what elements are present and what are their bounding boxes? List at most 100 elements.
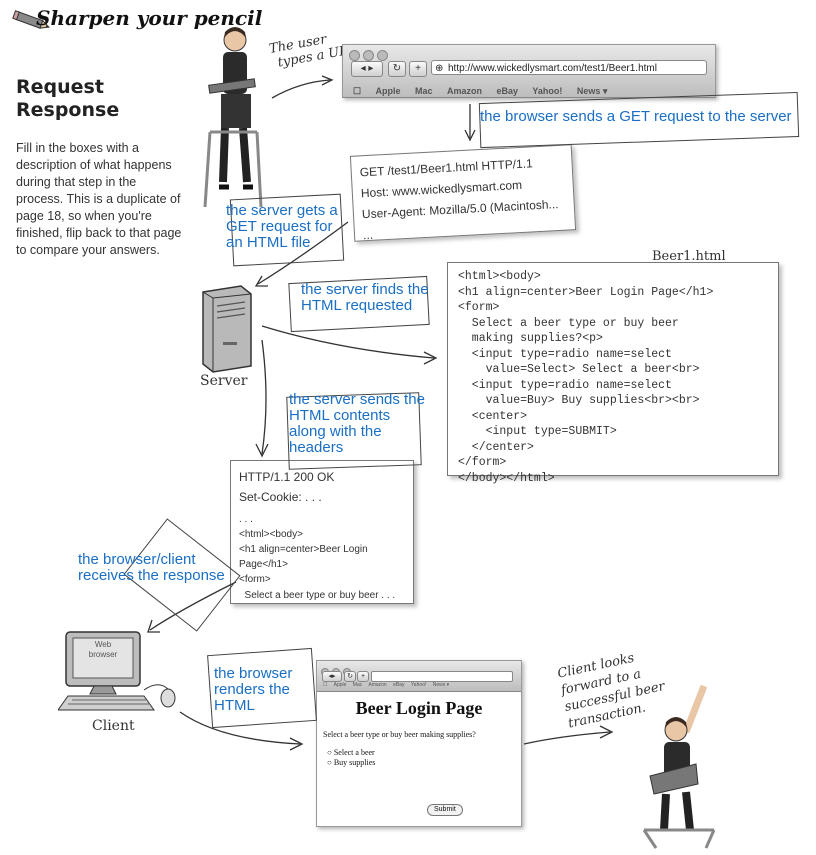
client-computer-icon: [57, 630, 183, 714]
code-line-14: </body></html>: [458, 471, 555, 485]
answer-5[interactable]: the browser/client receives the response: [78, 552, 225, 584]
bookmark-news[interactable]: News ▾: [576, 86, 608, 96]
client-screen-line1: Web: [94, 640, 112, 649]
radio-label-select: Select a beer: [333, 748, 375, 757]
code-line-13: </form>: [458, 456, 507, 469]
page-title-line2: Response: [16, 99, 120, 121]
window-controls[interactable]: [349, 48, 391, 66]
bookmark-yahoo[interactable]: Yahoo!: [410, 682, 427, 688]
answer-4-line1: the server sends the: [289, 391, 425, 408]
rendered-title: Beer Login Page: [355, 698, 483, 718]
code-line-1: <html><body>: [458, 270, 541, 283]
code-line-9: value=Buy> Buy supplies<br><br>: [458, 394, 700, 407]
response-body-text: Select a beer type or buy beer . . .: [239, 590, 396, 601]
answer-6-line1: the browser: [214, 665, 293, 682]
answer-4-line2: HTML contents: [289, 407, 391, 424]
radio-button-icon[interactable]: ○: [327, 748, 332, 757]
browser-toolbar-bottom: ◂▸ ↻ + ☐ Apple Mac Amazon eBay Yahoo! Ne…: [317, 661, 521, 692]
response-html-open: <html><body>: [239, 529, 303, 540]
bookmarks-bar-bottom: ☐ Apple Mac Amazon eBay Yahoo! News ▾: [323, 682, 449, 688]
bookmark-mac[interactable]: Mac: [352, 682, 363, 688]
page-title: Request Response: [16, 76, 119, 122]
code-line-12: </center>: [458, 440, 534, 454]
bookmark-apple[interactable]: Apple: [333, 682, 347, 688]
code-line-6: <input type=radio name=select: [458, 347, 672, 361]
add-tab-icon[interactable]: +: [409, 61, 427, 77]
arrow-response-to-client: [149, 581, 237, 631]
html-file-card: <html><body> <h1 align=center>Beer Login…: [447, 262, 779, 485]
rendered-question: Select a beer type or buy beer making su…: [323, 730, 476, 739]
bookmarks-book-icon[interactable]: ☐: [353, 86, 362, 96]
bookmark-amazon[interactable]: Amazon: [446, 86, 482, 96]
arrow-server-to-file: [261, 325, 435, 359]
reload-icon[interactable]: ↻: [388, 61, 406, 77]
radio-button-icon[interactable]: ○: [327, 758, 332, 767]
minimize-dot-icon[interactable]: [363, 50, 374, 61]
browser-toolbar: ◂ ▸ ↻ + ⊕ http://www.wickedlysmart.com/t…: [343, 45, 715, 98]
answer-2-line3: an HTML file: [226, 234, 311, 251]
reload-icon[interactable]: ↻: [344, 671, 356, 682]
browser-window-top: ◂ ▸ ↻ + ⊕ http://www.wickedlysmart.com/t…: [342, 44, 716, 98]
code-line-10: <center>: [458, 409, 528, 423]
bookmarks-bar: ☐ Apple Mac Amazon eBay Yahoo! News ▾: [353, 81, 617, 99]
bookmark-ebay[interactable]: eBay: [393, 682, 405, 688]
answer-3[interactable]: the server finds the HTML requested: [301, 282, 429, 314]
code-line-2: <h1 align=center>Beer Login Page</h1>: [458, 285, 714, 299]
answer-6-line3: HTML: [214, 697, 255, 714]
browser-window-bottom: ◂▸ ↻ + ☐ Apple Mac Amazon eBay Yahoo! Ne…: [316, 660, 522, 827]
answer-5-line1: the browser/client: [78, 551, 196, 568]
answer-6[interactable]: the browser renders the HTML: [214, 666, 292, 714]
bookmarks-book-icon[interactable]: ☐: [323, 682, 328, 688]
sharpen-pencil-badge: Sharpen your pencil: [36, 6, 263, 30]
answer-3-line2: HTML requested: [301, 297, 413, 314]
url-text[interactable]: http://www.wickedlysmart.com/test1/Beer1…: [448, 63, 657, 74]
code-line-3: <form>: [458, 301, 500, 314]
file-name: Beer1.html: [652, 249, 726, 264]
client-screen-line2: browser: [88, 650, 118, 659]
answer-3-line1: the server finds the: [301, 281, 429, 298]
answer-2[interactable]: the server gets a GET request for an HTM…: [226, 203, 338, 251]
pencil-icon: [12, 6, 52, 36]
submit-button[interactable]: Submit: [427, 804, 463, 816]
response-set-cookie: Set-Cookie: . . .: [239, 490, 322, 504]
address-bar-bottom[interactable]: [371, 671, 513, 682]
radio-option-buy[interactable]: ○ Buy supplies: [327, 758, 375, 767]
bookmark-yahoo[interactable]: Yahoo!: [532, 86, 563, 96]
arrow-server-to-response: [261, 339, 267, 455]
bookmark-amazon[interactable]: Amazon: [368, 682, 387, 688]
instructions: Fill in the boxes with a description of …: [16, 141, 182, 257]
code-line-8: <input type=radio name=select: [458, 378, 672, 392]
back-forward-icon[interactable]: ◂▸: [322, 671, 342, 682]
page-title-line1: Request: [16, 76, 104, 98]
server-label: Server: [200, 373, 248, 389]
radio-option-select[interactable]: ○ Select a beer: [327, 748, 375, 757]
add-tab-icon[interactable]: +: [357, 671, 369, 682]
bookmark-apple[interactable]: Apple: [375, 86, 401, 96]
globe-icon: ⊕: [435, 63, 444, 74]
answer-4[interactable]: the server sends the HTML contents along…: [289, 392, 425, 456]
response-ellipsis: . . .: [239, 514, 253, 525]
rendered-page-content: Beer Login Page Select a beer type or bu…: [317, 692, 521, 827]
code-line-4: Select a beer type or buy beer: [458, 316, 679, 330]
server-icon: [193, 284, 257, 374]
address-bar[interactable]: ⊕ http://www.wickedlysmart.com/test1/Bee…: [431, 60, 707, 75]
response-h1: <h1 align=center>Beer Login Page</h1>: [239, 544, 368, 570]
back-forward-icon[interactable]: ◂ ▸: [351, 61, 383, 77]
answer-5-line2: receives the response: [78, 567, 225, 584]
client-screen-text: Web browser: [73, 640, 133, 660]
close-dot-icon[interactable]: [349, 50, 360, 61]
happy-client-figure: [620, 680, 730, 850]
answer-6-line2: renders the: [214, 681, 290, 698]
bookmark-ebay[interactable]: eBay: [496, 86, 518, 96]
answer-1[interactable]: the browser sends a GET request to the s…: [480, 108, 792, 125]
arrow-client-to-browser: [179, 711, 301, 745]
answer-4-line4: headers: [289, 439, 344, 456]
bookmark-news[interactable]: News ▾: [432, 682, 450, 688]
response-status: HTTP/1.1 200 OK: [239, 470, 335, 484]
radio-label-buy: Buy supplies: [333, 758, 376, 767]
request-card: GET /test1/Beer1.html HTTP/1.1 Host: www…: [349, 144, 577, 242]
zoom-dot-icon[interactable]: [377, 50, 388, 61]
code-line-11: <input type=SUBMIT>: [458, 425, 617, 438]
code-line-7: value=Select> Select a beer<br>: [458, 363, 700, 376]
bookmark-mac[interactable]: Mac: [415, 86, 433, 96]
